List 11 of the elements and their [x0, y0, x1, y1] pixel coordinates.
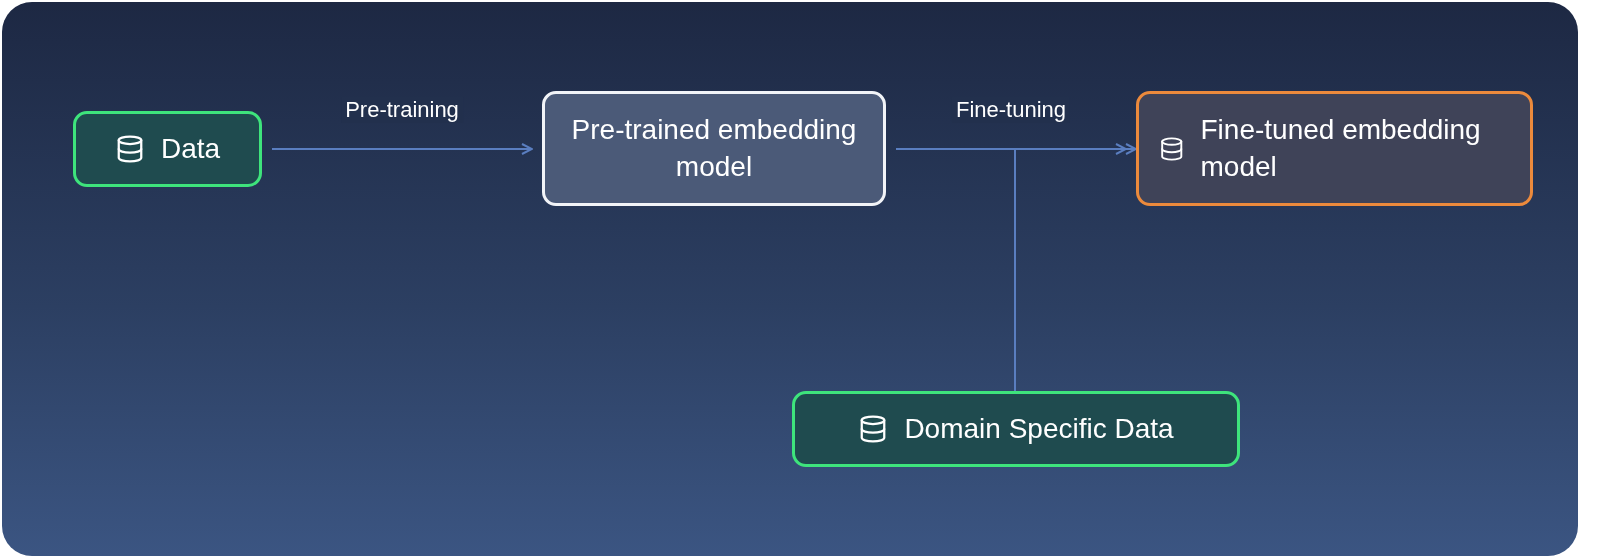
- process-box: [73, 111, 262, 187]
- arrow: [1014, 143, 1137, 392]
- arrow: [895, 143, 1127, 155]
- arrow: [271, 143, 533, 155]
- process-box: [1136, 91, 1533, 206]
- node-label: Fine-tuned embedding model: [1200, 113, 1482, 184]
- process-box: [792, 391, 1240, 467]
- node-label: Domain Specific Data: [904, 411, 1174, 446]
- process-box: [542, 91, 886, 206]
- node-label: Data: [160, 131, 221, 166]
- node-label: Pre-trained embedding model: [570, 113, 858, 184]
